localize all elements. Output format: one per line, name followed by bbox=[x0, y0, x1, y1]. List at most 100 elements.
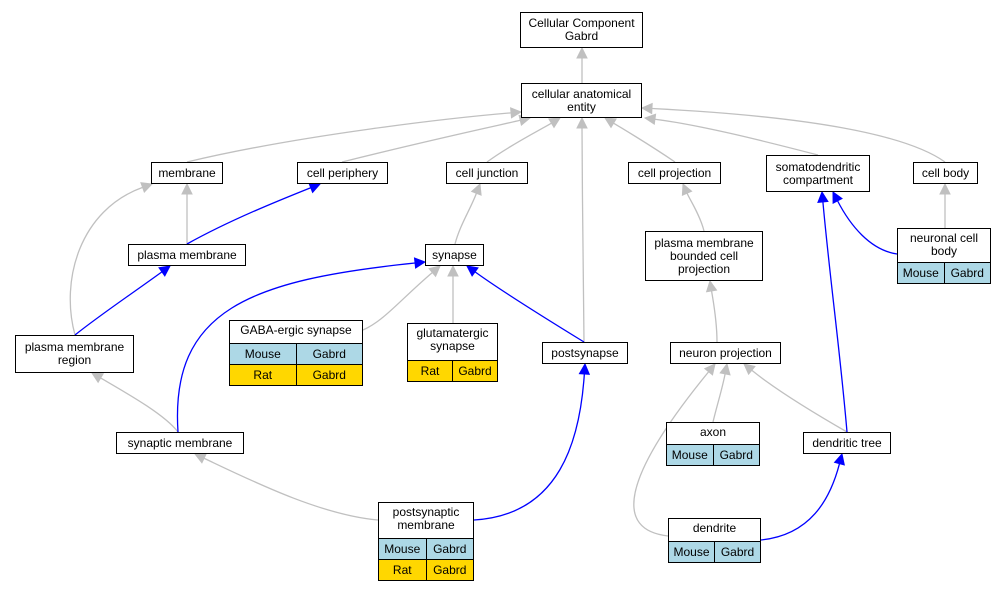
node-label-line: entity bbox=[567, 99, 596, 114]
node-membrane[interactable]: membrane bbox=[151, 162, 223, 184]
node-label-line: cellular anatomical bbox=[531, 86, 632, 101]
arrowhead-dendrite-to-dendritic_tree bbox=[833, 452, 845, 466]
node-label-line: projection bbox=[677, 261, 731, 276]
node-label: dendritic tree bbox=[808, 434, 885, 453]
arrowhead-synapse-to-cell_junction bbox=[470, 182, 482, 196]
arrowhead-synaptic_membrane-to-pm_region bbox=[91, 372, 105, 384]
node-cell-periphery[interactable]: cell periphery bbox=[297, 162, 388, 184]
node-label-line: GABA-ergic synapse bbox=[240, 323, 352, 337]
node-label-line: compartment bbox=[782, 172, 854, 187]
node-dendritic-tree[interactable]: dendritic tree bbox=[803, 432, 891, 454]
node-label: neuron projection bbox=[675, 344, 776, 363]
arrowhead-cell_body-to-cae bbox=[640, 102, 653, 115]
edge-dendritic_tree-to-somatodendritic bbox=[822, 201, 848, 433]
arrowhead-pm_region-to-plasma_membrane bbox=[158, 265, 171, 277]
edge-synaptic_membrane-to-pm_region bbox=[100, 377, 179, 433]
arrowhead-synaptic_membrane-to-synapse bbox=[413, 257, 427, 269]
arrowhead-neuronal_cell_body-to-cell_body bbox=[939, 182, 951, 195]
node-cell-body[interactable]: cell body bbox=[913, 162, 978, 184]
arrowhead-cell_junction-to-cae bbox=[548, 117, 561, 129]
node-label-line: neuronal cell bbox=[909, 231, 979, 245]
node-label-line: postsynapse bbox=[551, 345, 619, 360]
species-cell: Mouse bbox=[667, 444, 713, 465]
node-plasma-membrane[interactable]: plasma membrane bbox=[128, 244, 246, 266]
node-synapse[interactable]: synapse bbox=[425, 244, 484, 266]
node-label-line: membrane bbox=[158, 165, 216, 180]
edge-neuron_projection-to-pm_bounded bbox=[710, 290, 718, 343]
gene-cell: Gabrd bbox=[943, 262, 990, 283]
node-label-line: synaptic membrane bbox=[127, 435, 233, 450]
node-label: GABA-ergic synapse bbox=[230, 321, 362, 343]
node-label-line: body bbox=[930, 244, 958, 258]
edge-postsynapse-to-synapse bbox=[474, 271, 585, 343]
edge-dendrite-to-dendritic_tree bbox=[760, 463, 841, 541]
edge-gaba_synapse-to-synapse bbox=[362, 271, 433, 331]
node-label-line: region bbox=[57, 353, 92, 367]
node-label-line: cell body bbox=[921, 165, 970, 180]
node-label-line: Cellular Component bbox=[528, 16, 635, 30]
species-cell: Mouse bbox=[669, 541, 715, 562]
node-postsynapse[interactable]: postsynapse bbox=[542, 342, 628, 364]
arrowhead-postsynaptic_membrane-to-postsynapse bbox=[578, 362, 591, 375]
node-label-line: dendrite bbox=[692, 521, 737, 535]
node-synaptic-membrane[interactable]: synaptic membrane bbox=[116, 432, 244, 454]
gene-cell: Gabrd bbox=[425, 538, 473, 560]
node-label: cell junction bbox=[452, 164, 523, 183]
edge-pm_region-to-plasma_membrane bbox=[74, 271, 163, 336]
gene-cell: Gabrd bbox=[295, 343, 362, 365]
node-label-line: Gabrd bbox=[564, 29, 599, 43]
edge-cell_projection-to-cae bbox=[613, 122, 676, 163]
gene-cell: Gabrd bbox=[295, 364, 362, 385]
node-cell-junction[interactable]: cell junction bbox=[446, 162, 528, 184]
node-label-line: cell periphery bbox=[306, 165, 379, 180]
arrowhead-postsynapse-to-synapse bbox=[466, 265, 479, 277]
arrowhead-neuronal_cell_body-to-somatodendritic bbox=[832, 191, 843, 205]
arrowhead-axon-to-neuron_projection bbox=[719, 362, 731, 376]
node-label-line: synapse bbox=[432, 247, 477, 262]
edge-axon-to-neuron_projection bbox=[712, 373, 726, 423]
edge-cell_body-to-cae bbox=[651, 107, 946, 163]
species-cell: Mouse bbox=[230, 343, 296, 365]
edge-cell_periphery-to-cae bbox=[341, 119, 521, 163]
arrowhead-neuron_projection-to-pm_bounded bbox=[705, 279, 718, 293]
arrowhead-plasma_membrane-to-membrane bbox=[181, 182, 193, 195]
edge-plasma_membrane-to-cell_periphery bbox=[186, 187, 311, 245]
species-cell: Rat bbox=[379, 559, 426, 580]
gene-cell: Gabrd bbox=[452, 360, 497, 381]
node-label: axon bbox=[667, 423, 759, 444]
node-label-line: membrane bbox=[397, 518, 455, 532]
node-cell-projection[interactable]: cell projection bbox=[628, 162, 721, 184]
arrowhead-postsynapse-to-cae bbox=[576, 116, 588, 129]
node-label: cell body bbox=[918, 164, 973, 183]
node-neuron-projection[interactable]: neuron projection bbox=[670, 342, 781, 364]
arrowhead-dendritic_tree-to-somatodendritic bbox=[817, 190, 829, 203]
